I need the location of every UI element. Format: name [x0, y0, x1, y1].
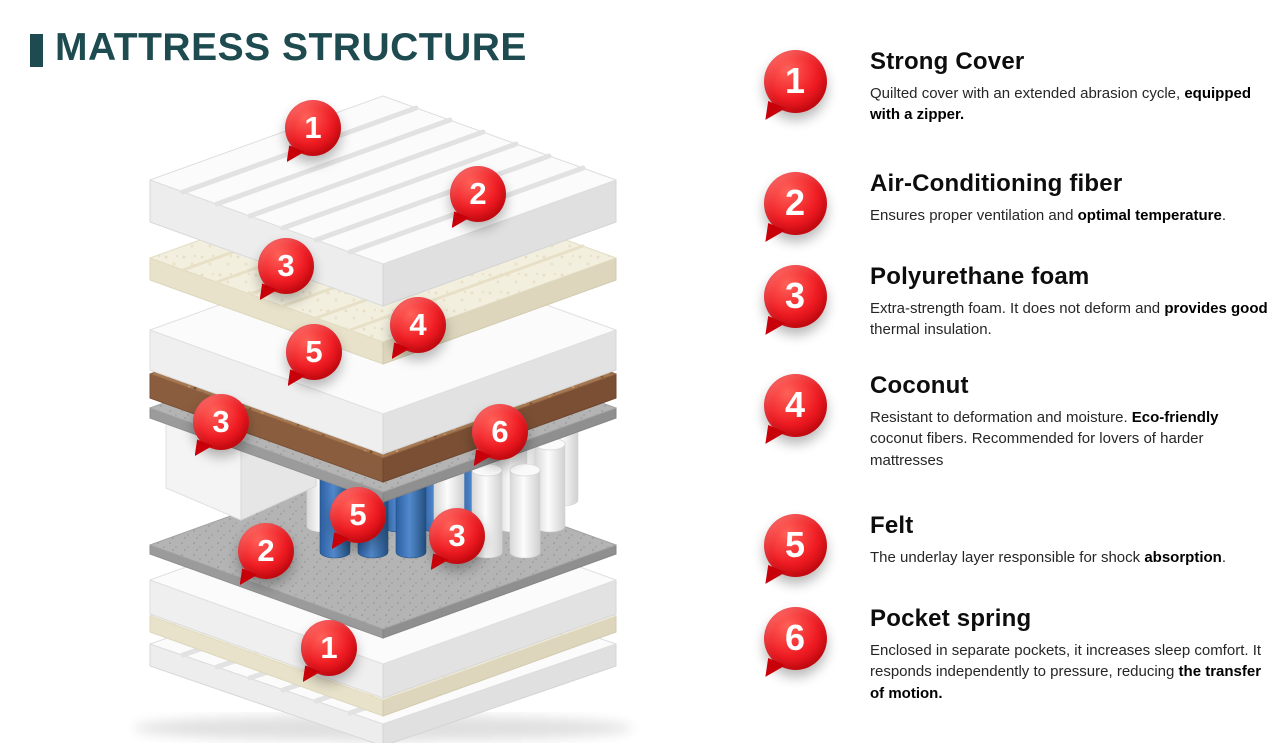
legend: 1 Strong Cover Quilted cover with an ext…: [752, 20, 1272, 735]
diagram-marker: 3: [193, 394, 249, 450]
legend-text: Felt The underlay layer responsible for …: [870, 512, 1272, 568]
marker-number: 4: [409, 306, 427, 342]
marker-number: 3: [277, 247, 295, 283]
pin-column: 5: [752, 512, 838, 577]
diagram-marker: 1: [285, 100, 341, 156]
legend-body: Quilted cover with an extended abrasion …: [870, 85, 1252, 124]
marker-number: 5: [349, 496, 367, 532]
legend-pin-4: 4: [763, 374, 827, 437]
legend-item-pocket-spring: 6 Pocket spring Enclosed in separate poc…: [752, 605, 1272, 704]
legend-text: Strong Cover Quilted cover with an exten…: [870, 48, 1272, 126]
diagram-marker: 4: [390, 297, 446, 353]
pin-column: 4: [752, 372, 838, 437]
pin-column: 1: [752, 48, 838, 113]
marker-number: 1: [304, 109, 322, 145]
diagram-marker: 1: [301, 620, 357, 676]
legend-item-felt: 5 Felt The underlay layer responsible fo…: [752, 512, 1272, 577]
diagram-marker: 3: [429, 508, 485, 564]
legend-item-strong-cover: 1 Strong Cover Quilted cover with an ext…: [752, 48, 1272, 126]
legend-item-air-conditioning-fiber: 2 Air-Conditioning fiber Ensures proper …: [752, 170, 1272, 235]
diagram-marker: 5: [330, 487, 386, 543]
legend-pin-5: 5: [763, 514, 827, 577]
marker-number: 5: [305, 333, 323, 369]
legend-heading: Air-Conditioning fiber: [870, 170, 1123, 197]
legend-text: Air-Conditioning fiber Ensures proper ve…: [870, 170, 1272, 226]
layer-top-cover: [149, 95, 617, 307]
pin-number: 3: [784, 274, 806, 316]
pin-column: 6: [752, 605, 838, 670]
diagram-marker: 6: [472, 404, 528, 460]
pin-number: 4: [784, 383, 806, 425]
legend-heading: Strong Cover: [870, 48, 1025, 75]
marker-number: 1: [320, 629, 338, 665]
pin-number: 5: [784, 523, 806, 565]
legend-text: Coconut Resistant to deformation and moi…: [870, 372, 1272, 471]
legend-body: The underlay layer responsible for shock…: [870, 549, 1226, 566]
legend-text: Polyurethane foam Extra-strength foam. I…: [870, 263, 1272, 341]
legend-heading: Felt: [870, 512, 914, 539]
page-title: MATTRESS STRUCTURE: [55, 26, 527, 69]
pin-column: 3: [752, 263, 838, 328]
legend-item-polyurethane-foam: 3 Polyurethane foam Extra-strength foam.…: [752, 263, 1272, 341]
marker-number: 2: [469, 175, 487, 211]
legend-pin-6: 6: [763, 607, 827, 670]
spring-white: [509, 463, 541, 559]
legend-body: Enclosed in separate pockets, it increas…: [870, 642, 1262, 702]
diagram-marker: 2: [450, 166, 506, 222]
diagram-marker: 5: [286, 324, 342, 380]
marker-number: 2: [257, 532, 275, 568]
pin-column: 2: [752, 170, 838, 235]
legend-pin-1: 1: [763, 50, 827, 113]
legend-heading: Polyurethane foam: [870, 263, 1090, 290]
legend-text: Pocket spring Enclosed in separate pocke…: [870, 605, 1272, 704]
diagram-marker: 3: [258, 238, 314, 294]
legend-body: Resistant to deformation and moisture. E…: [870, 409, 1219, 469]
legend-pin-3: 3: [763, 265, 827, 328]
header: MATTRESS STRUCTURE: [30, 26, 527, 70]
pin-number: 6: [784, 616, 806, 658]
marker-number: 6: [491, 413, 509, 449]
legend-body: Extra-strength foam. It does not deform …: [870, 300, 1268, 339]
legend-heading: Coconut: [870, 372, 969, 399]
pin-number: 2: [784, 181, 806, 223]
legend-item-coconut: 4 Coconut Resistant to deformation and m…: [752, 372, 1272, 471]
legend-heading: Pocket spring: [870, 605, 1032, 632]
legend-pin-2: 2: [763, 172, 827, 235]
title-accent-bar: [30, 33, 43, 67]
legend-body: Ensures proper ventilation and optimal t…: [870, 207, 1227, 224]
diagram-marker: 2: [238, 523, 294, 579]
pin-number: 1: [784, 59, 806, 101]
marker-number: 3: [212, 403, 230, 439]
marker-number: 3: [448, 517, 466, 553]
